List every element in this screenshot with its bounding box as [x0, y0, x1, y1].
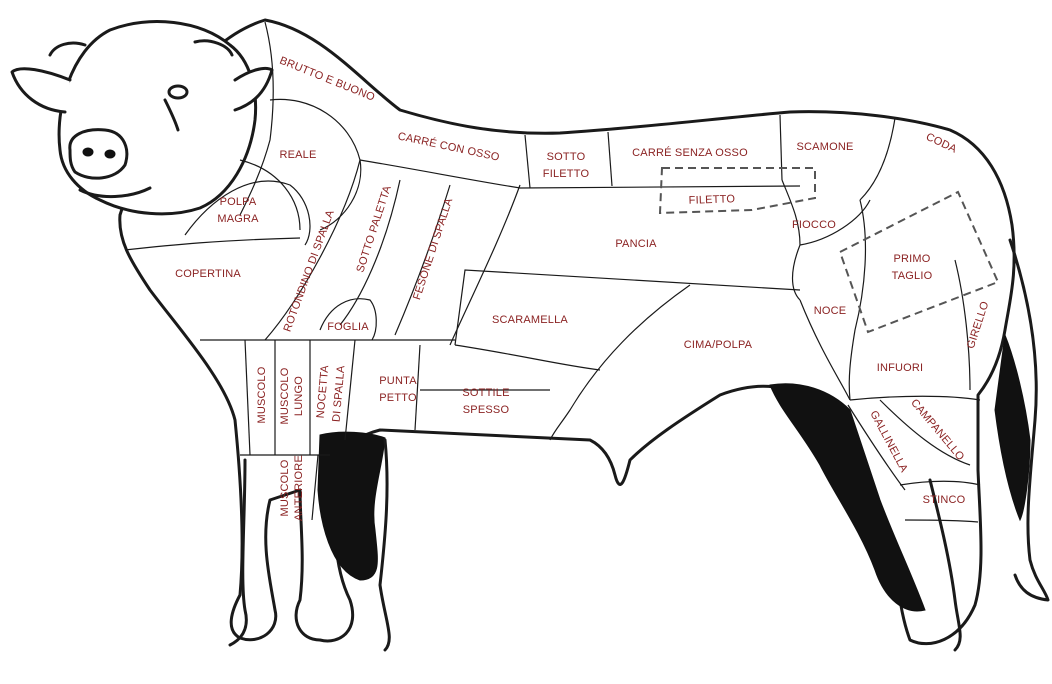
tail-tip	[995, 335, 1030, 520]
label-sottile-spesso-line1: SOTTILE	[462, 387, 509, 399]
nostril-left	[83, 148, 93, 156]
head-outline	[59, 22, 256, 214]
label-muscolo: MUSCOLO	[256, 366, 268, 423]
label-muscolo-anteriore-line1: MUSCOLO	[279, 459, 291, 516]
bull-silhouette	[12, 20, 1048, 650]
label-polpa-magra-line1: POLPA	[220, 196, 257, 208]
label-copertina: COPERTINA	[175, 268, 241, 280]
label-foglia: FOGLIA	[327, 321, 369, 333]
label-filetto: FILETTO	[688, 193, 735, 207]
label-carre-senza-osso: CARRÉ SENZA OSSO	[632, 146, 748, 159]
label-noce: NOCE	[814, 305, 847, 317]
label-punta-petto-line1: PUNTA	[379, 375, 417, 387]
label-scaramella: SCARAMELLA	[492, 314, 568, 326]
horn-left	[50, 43, 85, 55]
label-primo-taglio-line2: TAGLIO	[892, 270, 933, 282]
label-sottile-spesso-line2: SPESSO	[463, 404, 510, 416]
label-muscolo-lungo-line2: LUNGO	[293, 376, 305, 416]
left-ear	[12, 69, 70, 112]
label-sotto-filetto-line2: FILETTO	[543, 168, 590, 180]
label-fiocco: FIOCCO	[792, 219, 836, 231]
label-infuori: INFUORI	[877, 362, 924, 374]
label-stinco: STINCO	[923, 494, 966, 506]
label-muscolo-lungo-line1: MUSCOLO	[279, 367, 291, 424]
label-punta-petto-line2: PETTO	[379, 392, 417, 404]
label-muscolo-anteriore-line2: ANTERIORE	[293, 455, 305, 521]
label-sotto-filetto-line1: SOTTO	[547, 151, 586, 163]
label-primo-taglio-line1: PRIMO	[893, 253, 930, 265]
nostril-right	[105, 150, 115, 158]
label-cima-polpa: CIMA/POLPA	[684, 339, 753, 351]
label-scamone: SCAMONE	[796, 141, 853, 153]
front-leg-right	[380, 440, 389, 650]
label-reale: REALE	[279, 149, 316, 161]
label-pancia: PANCIA	[615, 238, 657, 250]
label-polpa-magra-line2: MAGRA	[217, 213, 259, 225]
